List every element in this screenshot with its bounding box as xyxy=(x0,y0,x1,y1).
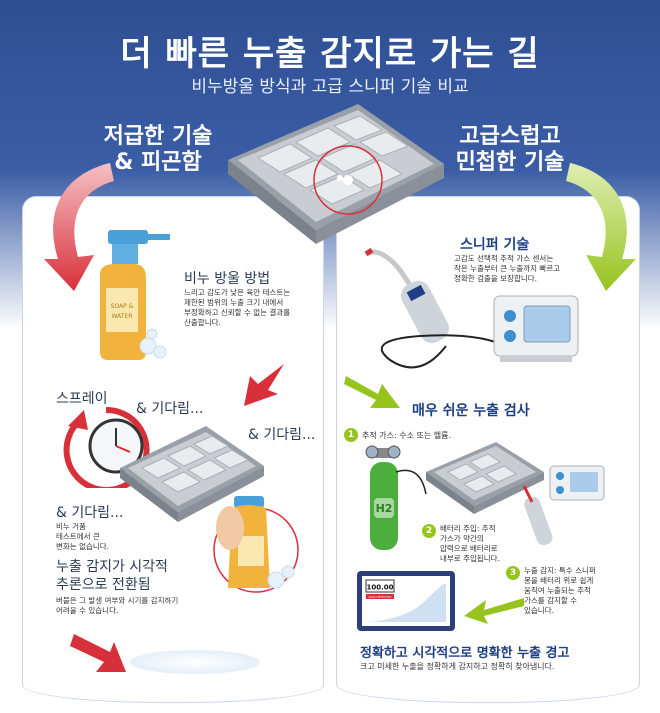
green-arrow-left-icon xyxy=(464,598,524,624)
soap-method-title: 비누 방울 방법 xyxy=(184,271,271,287)
foam-note: 비누 거품 테스트에서 큰 변화는 없습니다. xyxy=(56,522,110,551)
battery-pack-spray-image xyxy=(120,426,264,522)
bottle-label-2: WATER xyxy=(112,313,133,320)
easy-test-title: 매우 쉬운 누출 검사 xyxy=(412,403,530,419)
left-headline: 저급한 기술 & 피곤함 xyxy=(103,124,213,175)
visual-inference-title: 누출 감지가 시각적 추론으로 전환됨 xyxy=(56,559,168,593)
soap-method-desc: 느리고 감도가 낮은 육안 테스트는 제한된 범위의 누출 크기 내에서 부정확… xyxy=(184,288,291,327)
hand-spray-bottle-image xyxy=(213,496,299,593)
sniffer-unit-small-image xyxy=(549,465,605,501)
sniffer-device-image xyxy=(364,247,579,369)
soap-bottle-image: SOAP & WATER xyxy=(100,230,170,360)
right-headline: 고급스럽고 민첩한 기술 xyxy=(455,124,565,175)
red-curved-arrow-icon xyxy=(44,163,114,291)
battery-pack-image xyxy=(228,104,444,244)
cylinder-label: H2 xyxy=(376,502,393,515)
sniffer-desc: 고감도 선택적 추적 가스 센서는 작은 누출부터 큰 누출까지 빠르고 정확한… xyxy=(454,254,561,283)
wait-label-3: & 기다림... xyxy=(56,505,124,521)
leak-screen-image: 100.00 LEAK DETECTED xyxy=(357,571,455,631)
red-arrow-bottom-icon xyxy=(70,634,126,672)
alert-title: 정확하고 시각적으로 명확한 누출 경고 xyxy=(360,646,570,661)
clock-icon xyxy=(63,406,150,488)
step-1-badge: 1 xyxy=(344,428,358,442)
visual-inference-desc: 버블은 그 발생 여부와 시기를 감지하기 어려울 수 있습니다. xyxy=(56,596,179,615)
bottle-label-1: SOAP & xyxy=(111,303,134,310)
subtitle: 비누방울 방식과 고급 스니퍼 기술 비교 xyxy=(191,77,469,97)
screen-label: LEAK DETECTED xyxy=(369,595,392,599)
battery-pack-test-image xyxy=(426,442,544,514)
green-arrow-icon xyxy=(344,376,400,408)
spray-label: 스프레이 xyxy=(56,391,108,407)
alert-desc: 크고 미세한 누출을 정확하게 감지하고 정확히 찾아냅니다. xyxy=(360,662,555,671)
puddle-image xyxy=(130,650,260,674)
sniffer-title: 스니퍼 기술 xyxy=(460,237,530,253)
sniffer-wand-image xyxy=(522,485,553,546)
hydrogen-cylinder-image: H2 xyxy=(365,445,427,550)
step-2-text: 배터리 주입: 추적 가스가 약간의 압력으로 배터리로 내부로 주입됩니다. xyxy=(440,524,500,563)
green-curved-arrow-icon xyxy=(566,163,636,291)
step-3-badge: 3 xyxy=(506,566,520,580)
step-2-badge: 2 xyxy=(422,524,436,538)
main-title: 더 빠른 누출 감지로 가는 길 xyxy=(120,34,540,74)
step-1-text: 추적 가스: 수소 또는 헬륨. xyxy=(362,431,452,440)
wait-label-2: & 기다림... xyxy=(248,427,316,443)
step-3-text: 누출 감지: 특수 스니퍼 봉을 배터리 위로 쉽게 움직여 누출되는 추적 가… xyxy=(524,566,596,615)
screen-value: 100.00 xyxy=(366,584,393,592)
wait-label-1: & 기다림... xyxy=(136,401,204,417)
red-arrow-icon xyxy=(244,364,284,406)
